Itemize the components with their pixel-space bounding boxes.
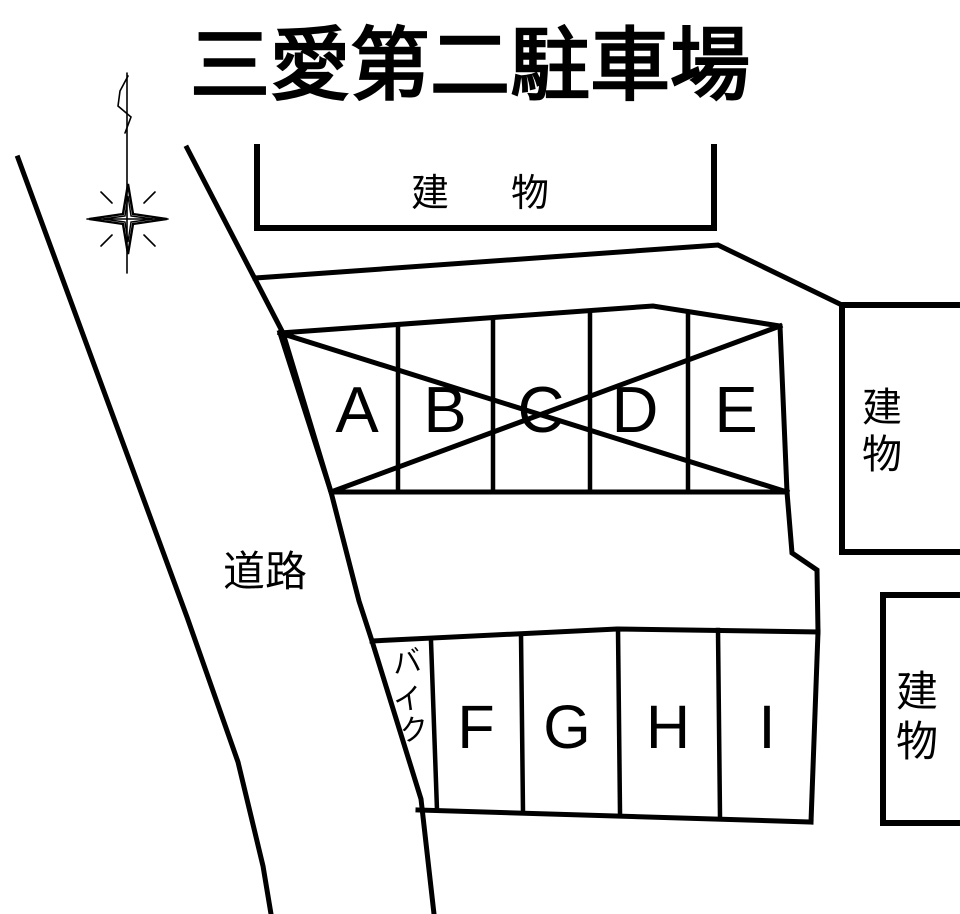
road-left-edge: [14, 154, 274, 914]
lot-right-boundary: [784, 489, 821, 825]
building-right-upper-outline: [839, 302, 960, 555]
building-top: 建 物: [254, 144, 717, 231]
building-right-upper-label-1: 建: [862, 386, 902, 430]
building-right-lower-outline: [880, 592, 960, 826]
north-boundary-line: [252, 242, 846, 309]
svg-text:イ: イ: [391, 682, 424, 718]
road-right-edge: [183, 144, 437, 914]
page-title: 三愛第二駐車場: [190, 21, 750, 110]
building-top-label: 建 物: [411, 173, 561, 215]
divider-bike-f: [428, 638, 440, 813]
parking-block-ae: A B C D E: [276, 303, 791, 496]
road-label: 道路: [223, 548, 307, 595]
divider-g-h: [615, 626, 623, 816]
building-right-lower-label-2: 物: [896, 718, 938, 765]
parking-space-c-label: C: [518, 373, 565, 446]
parking-space-e-label: E: [714, 373, 757, 446]
svg-text:バ: バ: [390, 645, 423, 681]
x-cross-mark: [276, 322, 791, 496]
parking-space-f-label: F: [457, 693, 494, 761]
parking-space-d-label: D: [612, 373, 659, 446]
parking-space-b-label: B: [423, 373, 466, 446]
bike-space-label: バ イ ク: [390, 645, 431, 749]
divider-h-i: [715, 627, 723, 820]
building-right-lower: 建 物: [880, 592, 960, 826]
building-right-lower-label-1: 建: [896, 668, 938, 715]
divider-f-g: [518, 631, 526, 815]
parking-block-fi: バ イ ク F G H I: [369, 626, 821, 825]
road: 道路: [14, 144, 437, 914]
building-right-upper: 建 物: [839, 302, 960, 555]
north-compass-icon: [86, 72, 169, 274]
parking-space-i-label: I: [759, 693, 776, 761]
building-top-outline: [254, 144, 717, 231]
svg-text:ク: ク: [398, 713, 431, 749]
parking-block-fi-bottom-edge: [415, 807, 814, 825]
parking-space-h-label: H: [646, 693, 690, 761]
parking-space-g-label: G: [543, 693, 590, 761]
parking-block-fi-top-edge: [369, 626, 821, 644]
parking-space-a-label: A: [335, 373, 379, 446]
building-right-upper-label-2: 物: [862, 433, 902, 477]
